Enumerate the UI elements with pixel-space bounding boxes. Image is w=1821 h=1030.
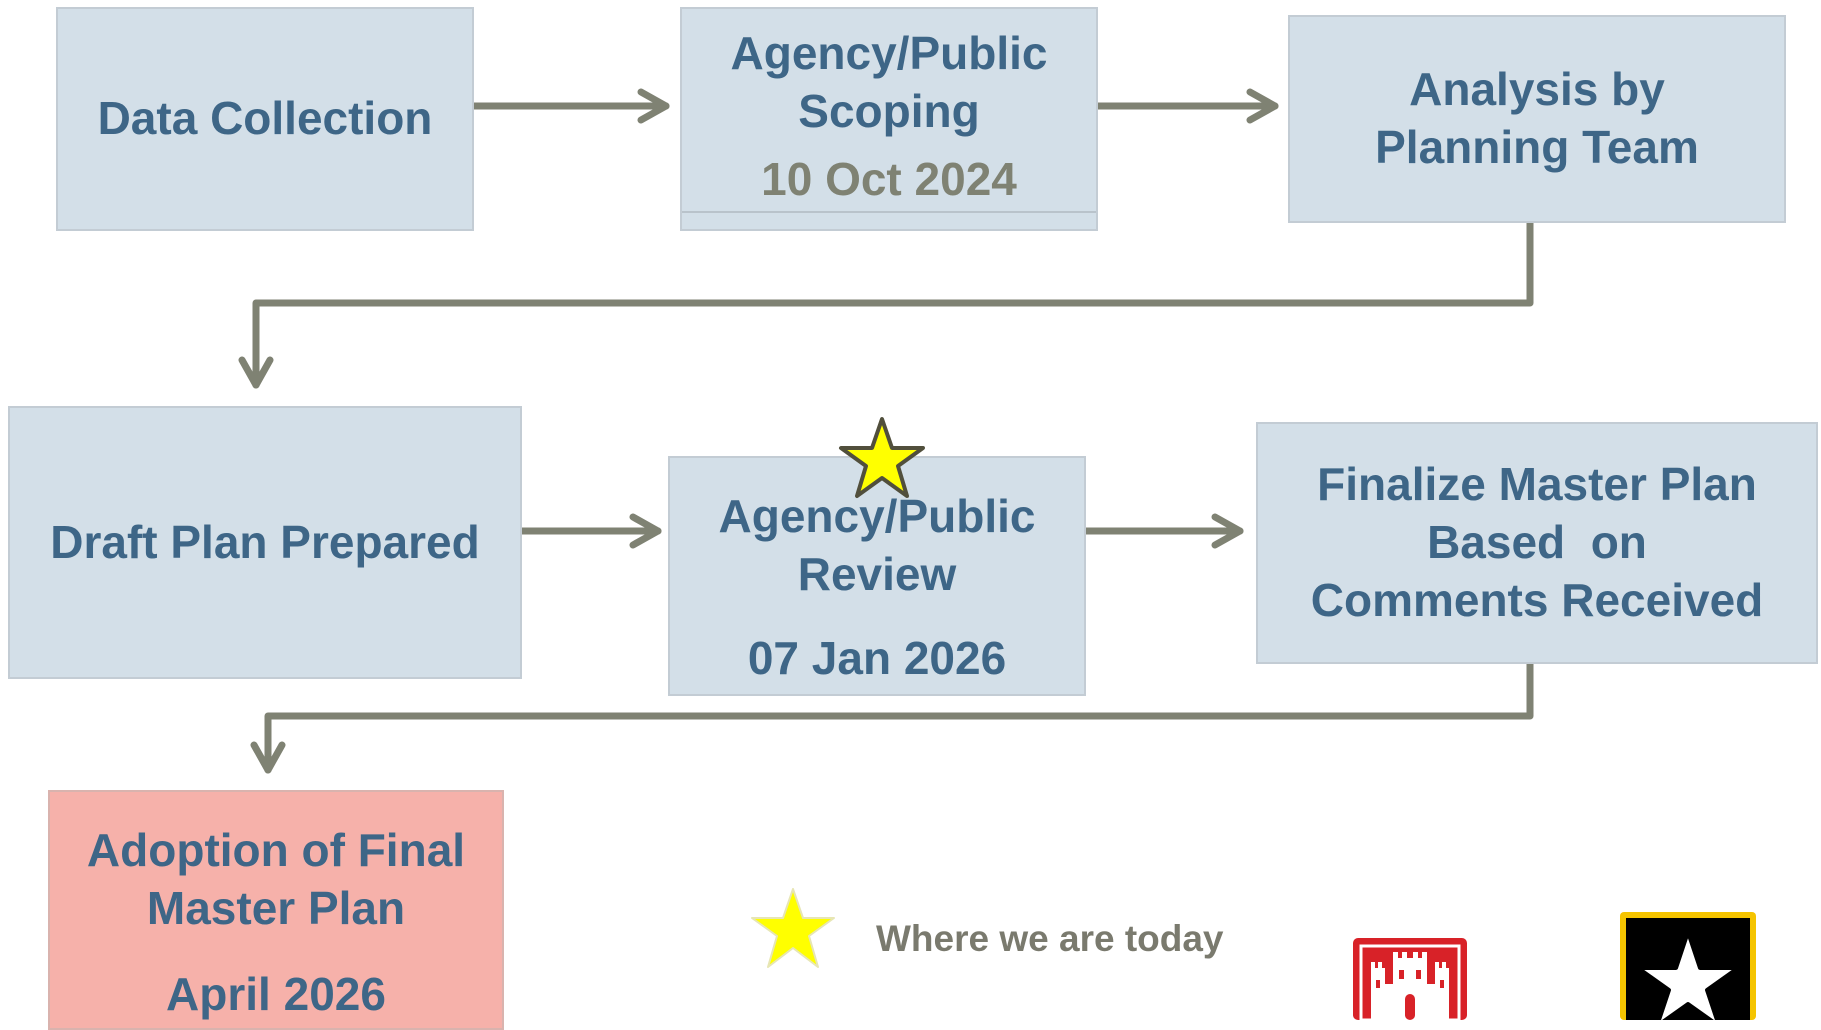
step-label: Adoption of Final xyxy=(86,824,466,876)
connector-finalize-to-adoption xyxy=(250,648,1534,774)
us-army-star-logo xyxy=(1620,912,1756,1020)
step-finalize: Finalize Master Plan Based on Comments R… xyxy=(1256,422,1818,664)
step-label: Scoping xyxy=(798,84,980,137)
current-step-star-icon xyxy=(839,417,925,498)
connector-analysis-to-draft xyxy=(238,208,1534,389)
step-label: Agency/Public xyxy=(730,27,1048,79)
arrow-data-to-scoping xyxy=(462,88,670,124)
step-scoping: Agency/Public Scoping 10 Oct 2024 xyxy=(680,7,1098,231)
step-label: Based on xyxy=(1427,516,1647,569)
arrow-review-to-finalize xyxy=(1079,513,1244,549)
step-label: Comments Received xyxy=(1310,573,1764,626)
step-label: Data Collection xyxy=(97,92,433,145)
step-label: Review xyxy=(797,547,957,600)
step-label: Planning Team xyxy=(1375,121,1699,173)
step-adoption: Adoption of Final Master Plan April 2026 xyxy=(48,790,504,1030)
step-date: 10 Oct 2024 xyxy=(761,152,1017,205)
arrow-draft-to-review xyxy=(510,513,662,549)
step-date: April 2026 xyxy=(166,967,386,1020)
legend-star-icon xyxy=(751,888,835,968)
step-label: Draft Plan Prepared xyxy=(50,515,480,568)
arrow-scoping-to-analysis xyxy=(1086,88,1279,124)
step-date: 07 Jan 2026 xyxy=(747,631,1007,684)
legend-label: Where we are today xyxy=(876,918,1224,959)
step-draft: Draft Plan Prepared xyxy=(8,406,522,679)
step-label: Master Plan xyxy=(146,881,406,934)
step-label: Analysis by xyxy=(1409,63,1665,116)
step-label: Agency/Public xyxy=(718,490,1036,542)
step-label: Finalize Master Plan xyxy=(1317,458,1757,511)
step-data-collection: Data Collection xyxy=(56,7,474,231)
box-divider xyxy=(682,211,1096,213)
step-analysis: Analysis by Planning Team xyxy=(1288,15,1786,223)
step-review: Agency/Public Review 07 Jan 2026 xyxy=(668,456,1086,696)
usace-castle-logo xyxy=(1353,938,1467,1020)
